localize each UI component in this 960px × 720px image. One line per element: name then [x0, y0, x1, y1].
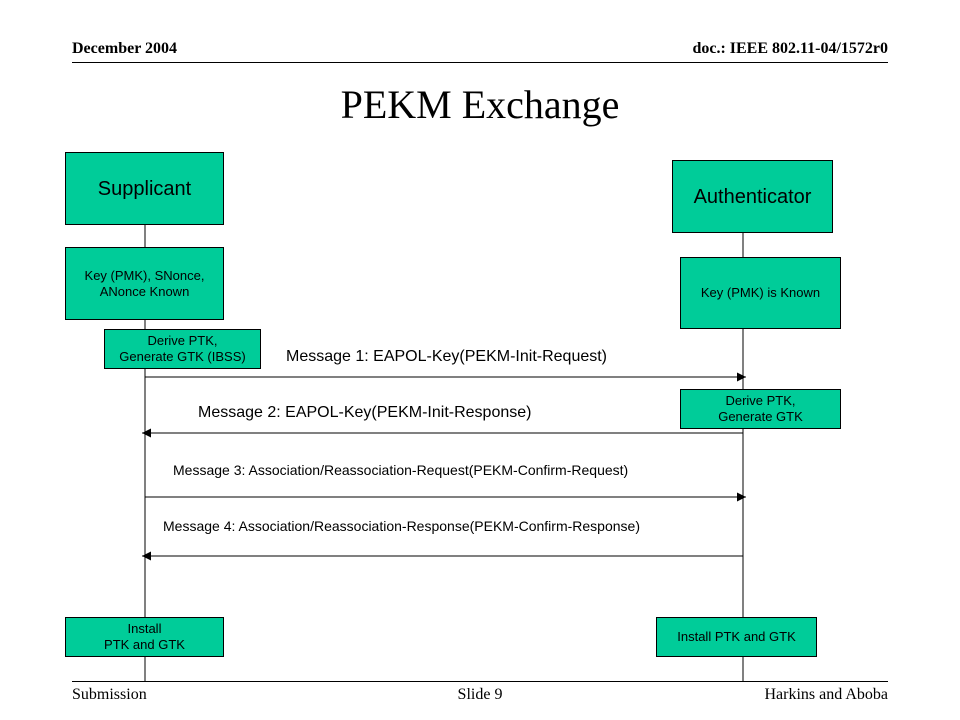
authenticator-install-box: Install PTK and GTK — [656, 617, 817, 657]
header-date: December 2004 — [72, 40, 177, 57]
footer-slide-number: Slide 9 — [457, 686, 503, 703]
header-doc-id: doc.: IEEE 802.11-04/1572r0 — [692, 40, 888, 57]
authenticator-known-box: Key (PMK) is Known — [680, 257, 841, 329]
message-3-label: Message 3: Association/Reassociation-Req… — [173, 462, 629, 478]
footer-submission: Submission — [72, 686, 147, 703]
message-1-label: Message 1: EAPOL-Key(PEKM-Init-Request) — [286, 348, 608, 365]
supplicant-install-box: Install PTK and GTK — [65, 617, 224, 657]
header-rule — [72, 62, 888, 63]
authenticator-box: Authenticator — [672, 160, 833, 233]
message-2-label: Message 2: EAPOL-Key(PEKM-Init-Response) — [198, 404, 532, 421]
authenticator-derive-box: Derive PTK, Generate GTK — [680, 389, 841, 429]
footer-authors: Harkins and Aboba — [764, 686, 888, 703]
message-4-label: Message 4: Association/Reassociation-Res… — [163, 518, 640, 534]
slide-title: PEKM Exchange — [340, 82, 620, 127]
supplicant-known-box: Key (PMK), SNonce, ANonce Known — [65, 247, 224, 320]
supplicant-derive-box: Derive PTK, Generate GTK (IBSS) — [104, 329, 261, 369]
footer-rule — [72, 681, 888, 682]
supplicant-box: Supplicant — [65, 152, 224, 225]
